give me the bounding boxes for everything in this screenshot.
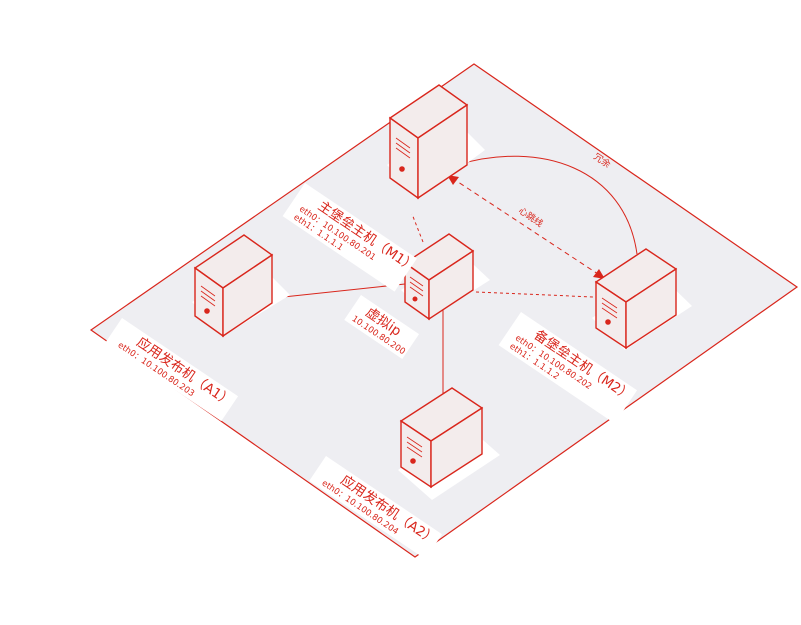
network-platform [89,63,799,558]
server-a1 [192,234,290,338]
connections [273,155,638,395]
server-icon [403,233,475,321]
server-m1 [387,84,485,200]
heartbeat-arrow-m2 [593,269,605,279]
redundancy-arc [456,155,638,255]
server-icon [193,234,274,338]
server-icon [388,84,469,200]
server-vip [401,233,490,321]
server-a2 [398,387,500,500]
link-vip-m2 [475,291,595,298]
server-icon [594,248,678,350]
server-m2 [592,248,692,350]
link-vip-m1 [411,213,424,243]
server-icon [399,387,484,489]
heartbeat-arrow-m1 [447,175,459,185]
heartbeat-line [451,177,602,277]
link-vip-a1 [273,283,406,299]
